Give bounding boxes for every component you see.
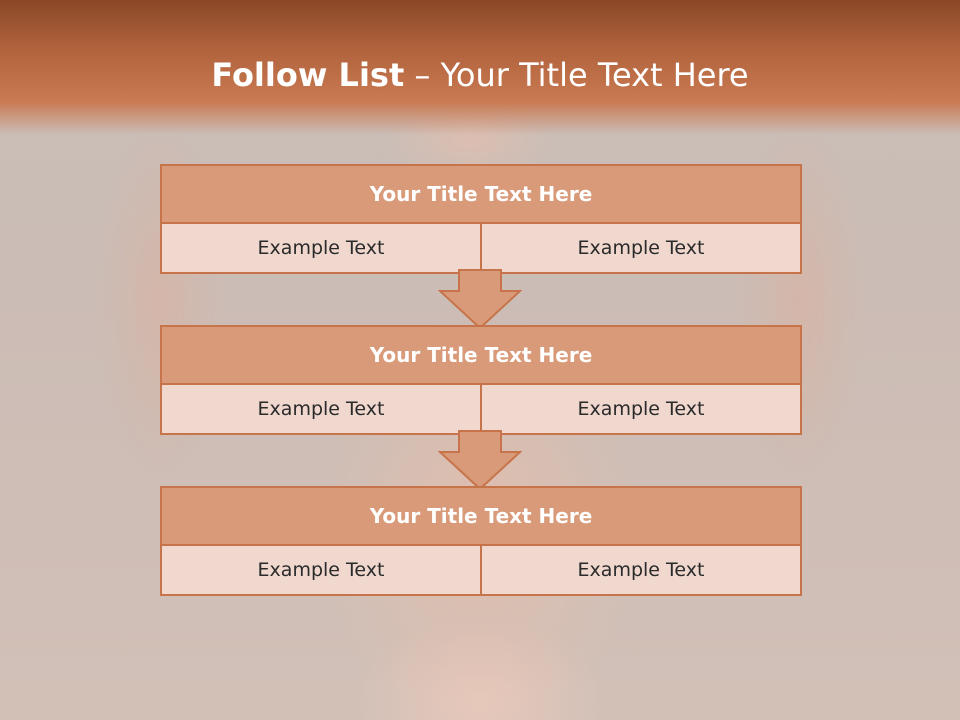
list-item-right-text: Example Text bbox=[480, 546, 800, 594]
list-item-left-text: Example Text bbox=[257, 237, 385, 259]
list-item-row: Example Text Example Text bbox=[162, 546, 800, 594]
list-item-right-text: Example Text bbox=[480, 224, 800, 272]
list-item: Your Title Text Here Example Text Exampl… bbox=[160, 325, 802, 435]
list-item: Your Title Text Here Example Text Exampl… bbox=[160, 164, 802, 274]
title-banner bbox=[0, 0, 960, 135]
slide-title: Follow List – Your Title Text Here bbox=[0, 54, 960, 96]
list-item: Your Title Text Here Example Text Exampl… bbox=[160, 486, 802, 596]
list-item-right-text: Example Text bbox=[480, 385, 800, 433]
list-item-left-text: Example Text bbox=[257, 398, 385, 420]
list-item-title: Your Title Text Here bbox=[162, 488, 800, 546]
slide-title-bold: Follow List bbox=[211, 56, 405, 94]
down-arrow-icon bbox=[438, 430, 522, 490]
list-item-row: Example Text Example Text bbox=[162, 385, 800, 433]
down-arrow-icon bbox=[438, 269, 522, 329]
list-item-title: Your Title Text Here bbox=[162, 166, 800, 224]
list-item-row: Example Text Example Text bbox=[162, 224, 800, 272]
list-item-left-text: Example Text bbox=[257, 559, 385, 581]
slide-title-rest: – Your Title Text Here bbox=[404, 56, 749, 94]
list-item-title: Your Title Text Here bbox=[162, 327, 800, 385]
